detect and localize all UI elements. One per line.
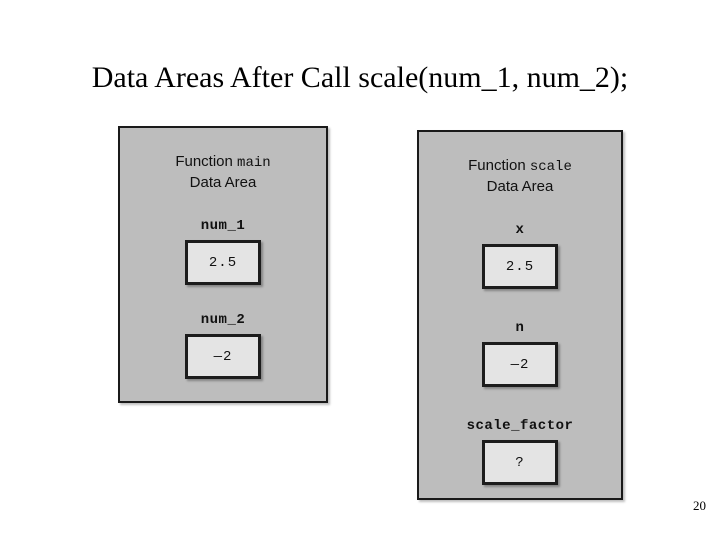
variable-value-box: 2.5 <box>185 240 261 285</box>
variable-value-box: 2.5 <box>482 244 558 289</box>
page-title: Data Areas After Call scale(num_1, num_2… <box>91 61 629 94</box>
variable-cell-scale-factor: scale_factor ? <box>419 418 621 490</box>
panel-header-function-name: main <box>237 155 271 171</box>
variable-label: x <box>515 222 525 238</box>
variable-cell-x: x 2.5 <box>419 222 621 294</box>
variable-value-box: —2 <box>185 334 261 379</box>
variable-label: scale_factor <box>466 418 574 434</box>
variable-value: 2.5 <box>208 254 238 271</box>
data-area-panel-main: Function main Data Area num_1 2.5 num_2 … <box>118 126 328 403</box>
variable-value: ? <box>515 454 525 471</box>
panel-header-line-1: Function main <box>120 152 326 173</box>
data-area-panel-scale: Function scale Data Area x 2.5 n —2 scal… <box>417 130 623 500</box>
page-number: 20 <box>693 498 706 513</box>
variable-cell-num-2: num_2 —2 <box>120 312 326 384</box>
variable-label: num_2 <box>200 312 246 328</box>
panel-header-subtitle: Data Area <box>486 178 554 195</box>
variable-label: n <box>515 320 525 336</box>
variable-value: —2 <box>510 356 530 373</box>
variable-value: —2 <box>213 348 233 365</box>
panel-header-function-keyword: Function <box>468 157 526 174</box>
panel-header-function-name: scale <box>529 159 572 175</box>
variable-value: 2.5 <box>505 258 535 275</box>
variable-value-box: —2 <box>482 342 558 387</box>
variable-cell-n: n —2 <box>419 320 621 392</box>
panel-header-subtitle: Data Area <box>189 174 257 191</box>
variable-cell-num-1: num_1 2.5 <box>120 218 326 290</box>
variable-label: num_1 <box>200 218 246 234</box>
panel-header-main: Function main Data Area <box>120 152 326 192</box>
variable-value-box: ? <box>482 440 558 485</box>
panel-header-function-keyword: Function <box>175 153 233 170</box>
panel-header-line-1: Function scale <box>419 156 621 177</box>
panel-header-scale: Function scale Data Area <box>419 156 621 196</box>
